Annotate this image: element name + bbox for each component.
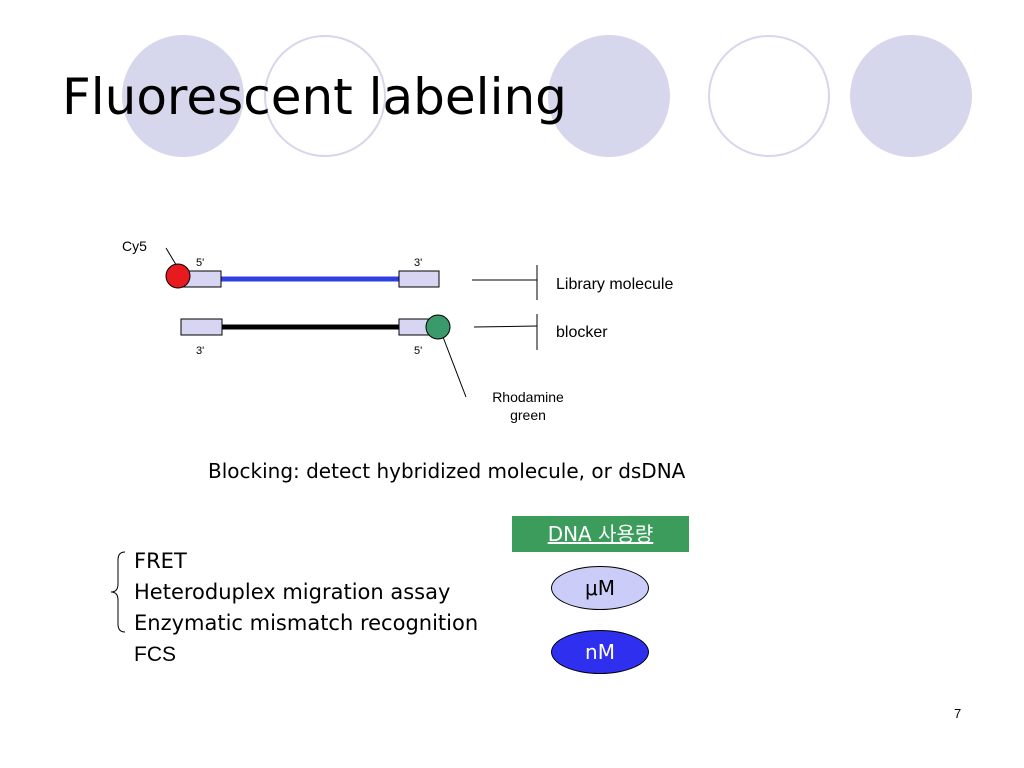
cy5-label: Cy5 [122, 238, 147, 254]
cy5-dye [165, 263, 191, 289]
blocker-label: blocker [556, 324, 608, 341]
methods-list: FRET Heteroduplex migration assay Enzyma… [134, 546, 478, 670]
rhodamine-label: Rhodamine green [478, 388, 578, 424]
library-three-prime-label: 3' [414, 257, 423, 269]
decor-circle-3 [548, 35, 670, 157]
slide-title: Fluorescent labeling [62, 68, 567, 126]
rhodamine-dye [425, 314, 451, 340]
library-molecule-label: Library molecule [556, 276, 674, 293]
library-three-prime-end [398, 270, 440, 288]
rhodamine-pointer-line [442, 336, 467, 398]
decor-circle-2 [264, 35, 386, 157]
blocker-five-prime-label: 5' [414, 345, 423, 357]
rhodamine-label-line2: green [510, 407, 546, 423]
methods-brace [110, 551, 126, 633]
method-item: FRET [134, 549, 187, 573]
blocking-caption: Blocking: detect hybridized molecule, or… [208, 459, 686, 483]
decor-circle-5 [850, 35, 972, 157]
micromolar-badge: μM [551, 566, 649, 610]
blocker-connector [473, 325, 538, 328]
method-item: Heteroduplex migration assay [134, 580, 451, 604]
decor-circle-1 [122, 35, 244, 157]
method-item: Enzymatic mismatch recognition [134, 611, 479, 635]
dna-usage-header: DNA 사용량 [512, 516, 689, 552]
nanomolar-badge: nM [551, 630, 649, 674]
page-number: 7 [954, 706, 962, 721]
library-five-prime-label: 5' [196, 257, 205, 269]
blocker-three-prime-label: 3' [196, 345, 205, 357]
rhodamine-label-line1: Rhodamine [492, 389, 564, 405]
decor-circle-4 [708, 35, 830, 157]
method-item: FCS [134, 643, 176, 666]
blocker-three-prime-end [180, 318, 223, 336]
